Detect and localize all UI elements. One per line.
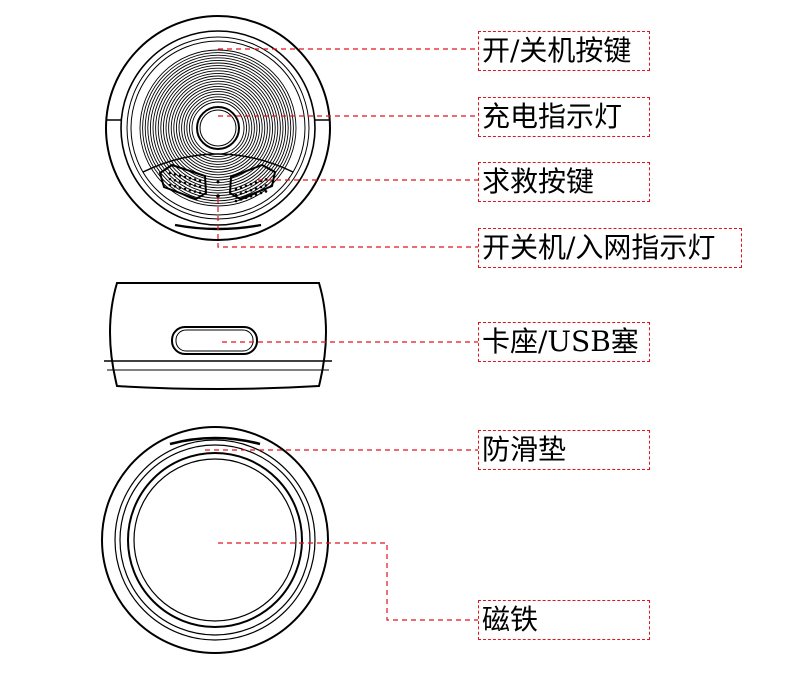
groove-ring: [168, 78, 268, 178]
label-network-led: 开关机/入网指示灯: [478, 228, 742, 268]
texture-dot: [198, 179, 202, 183]
texture-dot: [239, 186, 243, 189]
side-view: [104, 282, 332, 390]
texture-dot: [259, 191, 263, 195]
texture-dot: [173, 185, 177, 188]
groove-ring: [157, 67, 279, 189]
texture-dot: [173, 173, 177, 176]
texture-dot: [168, 177, 172, 181]
label-anti-slip-pad: 防滑垫: [478, 430, 650, 470]
texture-dot: [234, 199, 238, 203]
texture-dot: [178, 186, 182, 189]
texture-dot: [249, 188, 253, 192]
groove-ring: [160, 70, 276, 186]
network-led-dot: [216, 194, 220, 198]
top-view: [105, 15, 331, 241]
label-magnet: 磁铁: [478, 600, 650, 640]
texture-dot: [198, 185, 202, 189]
groove-ring: [155, 65, 281, 191]
texture-dot: [173, 179, 177, 182]
texture-dot: [249, 194, 253, 198]
texture-dot: [234, 187, 238, 191]
texture-dot: [183, 187, 187, 191]
texture-dot: [178, 174, 182, 177]
label-power-button: 开/关机按键: [478, 31, 650, 71]
texture-dot: [193, 178, 197, 181]
label-usb-plug: 卡座/USB塞: [478, 322, 650, 362]
groove-ring: [142, 52, 294, 204]
texture-dot: [254, 181, 258, 184]
texture-dot: [264, 184, 268, 187]
texture-dot: [188, 182, 192, 186]
texture-dot: [183, 181, 187, 185]
texture-dot: [254, 187, 258, 190]
texture-dot: [168, 171, 172, 175]
texture-dot: [244, 190, 248, 194]
groove-ring: [149, 59, 287, 197]
charge-led-dot: [216, 180, 220, 184]
label-charge-led: 充电指示灯: [478, 97, 650, 137]
texture-dot: [264, 178, 268, 181]
groove-ring: [188, 98, 248, 158]
groove-ring: [175, 85, 261, 171]
texture-dot: [239, 192, 243, 195]
texture-dot: [193, 190, 197, 193]
texture-dot: [178, 180, 182, 183]
texture-dot: [234, 193, 238, 197]
texture-dot: [188, 188, 192, 192]
texture-dot: [259, 185, 263, 189]
texture-dot: [264, 190, 268, 193]
usb-plug-outline: [171, 326, 258, 355]
texture-dot: [239, 198, 243, 201]
leader-lines: [205, 48, 478, 621]
texture-dot: [188, 176, 192, 180]
groove-ring: [183, 93, 253, 163]
texture-dot: [254, 193, 258, 196]
label-sos-button: 求救按键: [478, 162, 650, 202]
bottom-view: [101, 426, 329, 654]
power-button-grooves: [139, 49, 297, 207]
texture-dot: [168, 183, 172, 187]
groove-ring: [186, 96, 250, 160]
texture-dot: [244, 184, 248, 188]
groove-ring: [139, 49, 297, 207]
groove-ring: [178, 88, 258, 168]
groove-ring: [173, 83, 263, 173]
sos-button-left: [158, 163, 208, 201]
groove-ring: [152, 62, 284, 194]
groove-ring: [144, 54, 292, 202]
sos-button-texture: [168, 171, 202, 195]
sos-button-right: [228, 163, 277, 203]
texture-dot: [193, 184, 197, 187]
groove-ring: [170, 80, 266, 176]
texture-dot: [249, 182, 253, 186]
groove-ring: [165, 75, 271, 181]
texture-dot: [183, 175, 187, 179]
groove-ring: [181, 91, 255, 165]
texture-dot: [198, 191, 202, 195]
texture-dot: [244, 196, 248, 200]
